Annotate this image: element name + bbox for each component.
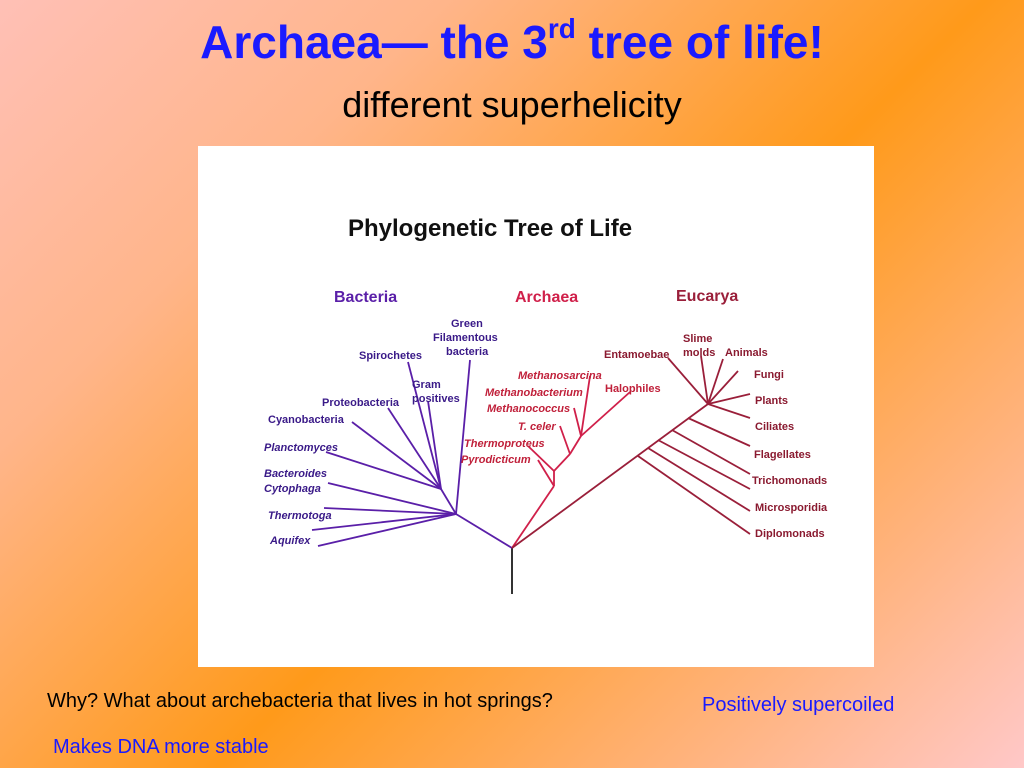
label-flagellates: Flagellates [754, 449, 811, 461]
label-halophiles: Halophiles [605, 383, 661, 395]
label-proteobacteria: Proteobacteria [322, 397, 400, 409]
label-methanobacterium: Methanobacterium [485, 387, 583, 399]
eucarya-branches [511, 355, 751, 549]
label-thermotoga: Thermotoga [268, 510, 332, 522]
label-slime-1: Slime [683, 333, 712, 345]
label-t-celer: T. celer [518, 421, 556, 433]
label-cyanobacteria: Cyanobacteria [268, 414, 345, 426]
answer-dna-stable: Makes DNA more stable [53, 736, 269, 758]
label-gram-1: Gram [412, 379, 441, 391]
label-methanococcus: Methanococcus [487, 403, 570, 415]
figure-title: Phylogenetic Tree of Life [348, 215, 632, 242]
label-fungi: Fungi [754, 369, 784, 381]
label-methanosarcina: Methanosarcina [518, 370, 602, 382]
label-cytophaga: Cytophaga [264, 483, 321, 495]
label-ciliates: Ciliates [755, 421, 794, 433]
label-diplomonads: Diplomonads [755, 528, 825, 540]
domain-archaea: Archaea [515, 289, 578, 306]
label-planctomyces: Planctomyces [264, 442, 338, 454]
title-end: tree of life! [575, 16, 824, 68]
label-pyrodicticum: Pyrodicticum [461, 454, 531, 466]
bacteria-branches [311, 359, 513, 549]
title-main: Archaea— the 3 [200, 16, 548, 68]
question-text: Why? What about archebacteria that lives… [47, 690, 553, 712]
label-trichomonads: Trichomonads [752, 475, 827, 487]
label-green-1: Green [451, 318, 483, 330]
label-entamoebae: Entamoebae [604, 349, 669, 361]
tree-diagram: Phylogenetic Tree of Life [264, 215, 828, 594]
slide-title: Archaea— the 3rd tree of life! [0, 12, 1024, 72]
label-green-2: Filamentous [433, 332, 498, 344]
archaea-labels: Methanosarcina Methanobacterium Methanoc… [461, 370, 661, 466]
slide-subtitle: different superhelicity [342, 84, 682, 125]
tree-of-life-figure: Phylogenetic Tree of Life [198, 146, 874, 667]
label-thermoproteus: Thermoproteus [464, 438, 545, 450]
label-bacteroides: Bacteroides [264, 468, 327, 480]
answer-positively-supercoiled: Positively supercoiled [702, 694, 895, 716]
label-gram-2: positives [412, 393, 460, 405]
label-slime-2: molds [683, 347, 715, 359]
label-animals: Animals [725, 347, 768, 359]
label-aquifex: Aquifex [269, 535, 311, 547]
label-microsporidia: Microsporidia [755, 502, 828, 514]
label-spirochetes: Spirochetes [359, 350, 422, 362]
label-plants: Plants [755, 395, 788, 407]
eucarya-labels: Entamoebae Slime molds Animals Fungi Pla… [604, 333, 828, 540]
archaea-branches [511, 375, 631, 549]
domain-bacteria: Bacteria [334, 289, 397, 306]
domain-eucarya: Eucarya [676, 288, 738, 305]
title-superscript: rd [547, 13, 576, 44]
label-green-3: bacteria [446, 346, 489, 358]
bacteria-labels: Green Filamentous bacteria Spirochetes G… [264, 318, 498, 547]
